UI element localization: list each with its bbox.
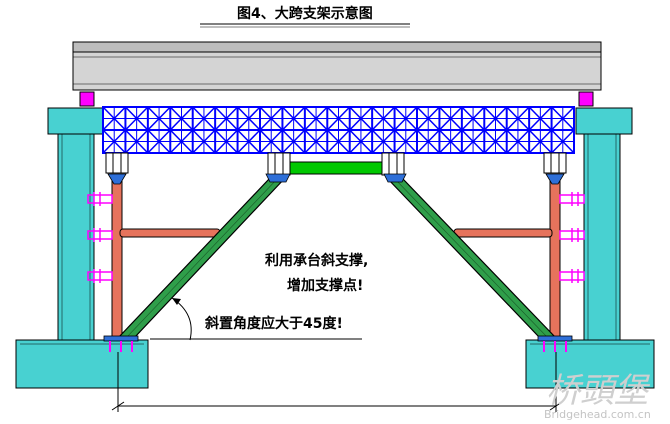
diagonal-brace-left-edge	[125, 177, 279, 339]
angle-arc	[171, 297, 192, 341]
watermark-url: Bridgehead.com.cn	[544, 408, 651, 421]
span-slash-left	[111, 401, 125, 411]
tie-bolts-left	[87, 192, 113, 283]
diagonal-brace-left	[116, 177, 287, 339]
pier-left	[47, 107, 105, 341]
pier-right	[575, 107, 633, 341]
pile-cap-right	[525, 339, 655, 389]
annotation-bracing-line2: 增加支撑点!	[287, 277, 363, 294]
annotation-angle: 斜置角度应大于45度!	[204, 315, 343, 332]
angle-arrow	[172, 298, 181, 305]
truss-frame	[102, 106, 575, 154]
base-right	[537, 335, 573, 352]
diagonal-brace-right	[385, 177, 558, 339]
brace-cap-right	[383, 173, 407, 183]
column-right	[545, 173, 565, 339]
column-left	[107, 173, 127, 339]
truss-posts	[105, 152, 567, 176]
diagram-title: 图4、大跨支架示意图	[237, 5, 373, 22]
deck-girder	[72, 41, 602, 91]
diagonal-brace-right-edge	[393, 177, 549, 339]
bearing-right	[578, 91, 594, 107]
strut-left	[119, 228, 221, 238]
transfer-beam	[289, 161, 383, 175]
base-left	[103, 335, 139, 352]
tie-bolts-right	[559, 192, 585, 283]
bearing-left	[79, 91, 95, 107]
annotation-bracing-line1: 利用承台斜支撑,	[265, 252, 368, 269]
brace-cap-left	[265, 173, 291, 183]
strut-right	[453, 228, 553, 238]
watermark-logo: 桥頭堡	[546, 371, 651, 411]
pile-cap-left	[15, 339, 149, 389]
span-slash-right	[549, 401, 563, 411]
